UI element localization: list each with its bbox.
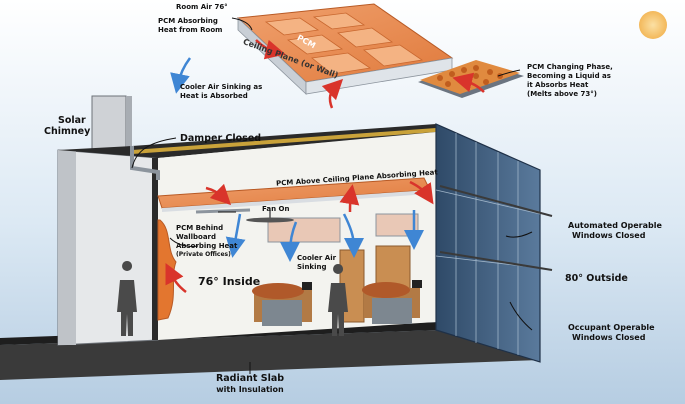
heat-arrows bbox=[165, 39, 485, 293]
pcm-behind-label-line2: Wallboard bbox=[176, 233, 217, 241]
person-silhouette-2 bbox=[328, 264, 348, 336]
solar-chimney-label-line1: Solar bbox=[58, 115, 86, 126]
cooler-air-label-line2: Sinking bbox=[297, 263, 327, 271]
pcm-phase-label-line3: it Absorbs Heat bbox=[527, 81, 589, 89]
cooler-air-sinking-label-line1: Cooler Air Sinking as bbox=[180, 83, 263, 91]
inside-temperature-label: 76° Inside bbox=[198, 275, 261, 288]
leader-lines bbox=[131, 17, 533, 374]
pcm-absorbing-label-line1: PCM Absorbing bbox=[158, 17, 218, 25]
cool-arrows bbox=[170, 57, 424, 262]
damper-closed-label: Damper Closed bbox=[180, 133, 262, 144]
person-silhouette bbox=[117, 261, 137, 336]
cooler-air-sinking-label-line2: Heat is Absorbed bbox=[180, 92, 248, 100]
office-furniture bbox=[252, 280, 422, 326]
pcm-phase-label-line2: Becoming a Liquid as bbox=[527, 72, 611, 80]
glass-facade bbox=[435, 123, 541, 363]
outside-temperature-label: 80° Outside bbox=[565, 273, 628, 284]
radiant-slab-label-line1: Radiant Slab bbox=[215, 373, 285, 384]
pcm-phase-label-line4: (Melts above 73°) bbox=[527, 90, 597, 98]
radiant-slab-label-line2: with Insulation bbox=[216, 385, 284, 394]
automated-windows-label-line2: Windows Closed bbox=[572, 231, 646, 240]
occupant-windows-label-line2: Windows Closed bbox=[572, 333, 646, 342]
automated-windows-label-line1: Automated Operable bbox=[568, 221, 662, 230]
room-air-label: Room Air 76° bbox=[176, 3, 228, 11]
fan-on-label: Fan On bbox=[262, 205, 290, 213]
ceiling-fan-icon bbox=[246, 210, 294, 223]
floor-slab bbox=[0, 330, 540, 380]
occupant-windows-label-line1: Occupant Operable bbox=[568, 323, 655, 332]
cooler-air-label-line1: Cooler Air bbox=[297, 254, 337, 262]
pcm-absorbing-label-line2: Heat from Room bbox=[158, 26, 223, 34]
sun-icon bbox=[639, 11, 667, 39]
pcm-behind-label-line1: PCM Behind bbox=[176, 224, 224, 232]
pcm-behind-label-line4: (Private Offices) bbox=[176, 251, 231, 258]
pcm-behind-label-line3: Absorbing Heat bbox=[176, 242, 238, 250]
ductwork bbox=[130, 146, 160, 180]
pcm-phase-label-line1: PCM Changing Phase, bbox=[527, 63, 613, 71]
solar-chimney-label-line2: Chimney bbox=[44, 126, 91, 137]
